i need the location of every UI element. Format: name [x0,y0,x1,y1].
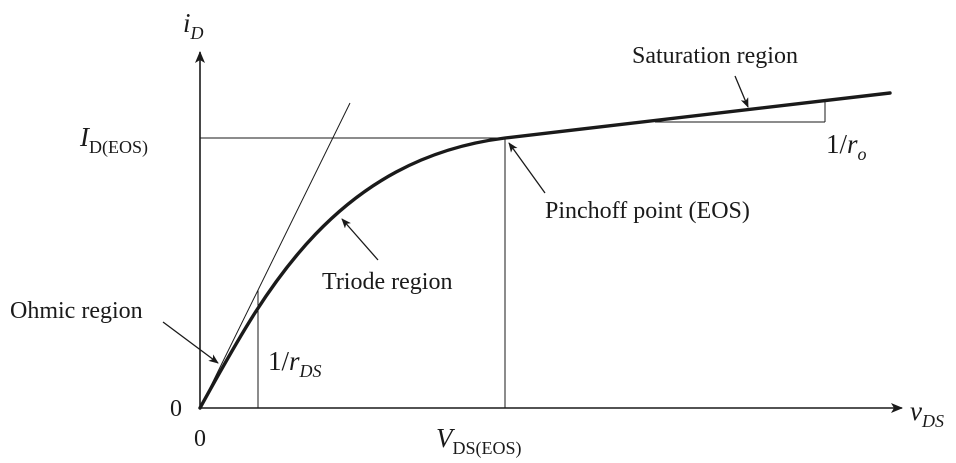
x-axis-label: vDS [910,396,944,431]
ro-prefix: 1/ [826,129,848,159]
id-eos-subscript: D(EOS) [89,137,148,158]
ohmic-region-label: Ohmic region [10,298,143,324]
triode-pointer-arrow [341,218,379,261]
id-eos-label: ID(EOS) [79,122,148,158]
x-axis-subscript: DS [921,411,944,431]
pinchoff-point-label: Pinchoff point (EOS) [545,198,750,224]
origin-x-label: 0 [194,426,206,452]
pinchoff-pointer-arrow [508,142,546,194]
vds-eos-subscript: DS(EOS) [453,438,522,459]
id-vds-curve [198,91,892,410]
rds-slope-label: 1/rDS [268,346,322,381]
vds-eos-symbol: V [436,423,456,453]
y-axis-symbol: i [183,8,191,38]
id-eos-symbol: I [79,122,91,152]
ro-slope-label: 1/ro [826,129,867,164]
origin-y-label: 0 [170,396,182,422]
rds-symbol: r [289,346,300,376]
x-axis-symbol: v [910,396,922,426]
y-axis-label: iD [183,8,204,43]
saturation-region-label: Saturation region [632,43,798,69]
rds-prefix: 1/ [268,346,290,376]
ohmic-pointer-arrow [162,321,219,364]
triode-region-label: Triode region [322,269,452,295]
y-axis-subscript: D [190,23,204,43]
ro-subscript: o [858,144,867,164]
vds-eos-label: VDS(EOS) [436,423,522,459]
saturation-pointer-arrow [734,75,749,108]
rds-subscript: DS [299,361,322,381]
initial-tangent-line [199,102,351,409]
ro-symbol: r [847,129,858,159]
